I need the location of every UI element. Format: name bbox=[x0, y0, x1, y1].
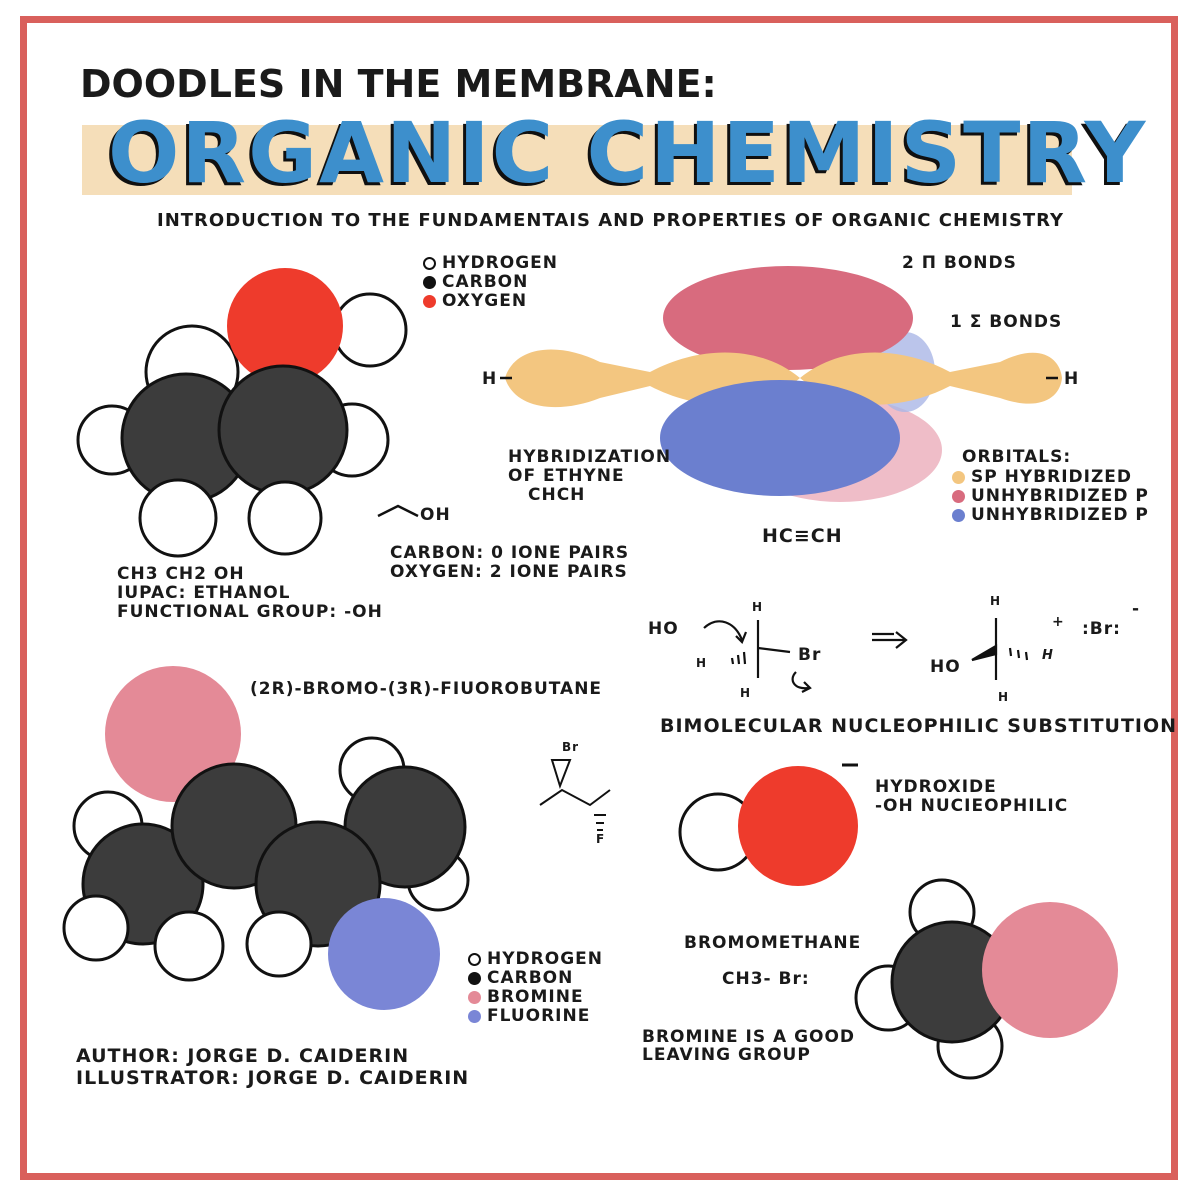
pi-bonds-label: 2 π BONDS bbox=[902, 253, 1017, 273]
bfb-skeletal-br: Br bbox=[562, 740, 580, 754]
legend-label: OXYGEN bbox=[442, 291, 528, 311]
legend-label: HYDROGEN bbox=[442, 253, 558, 273]
ethyne-orbital-diagram bbox=[505, 266, 1062, 502]
p-orbital-blue-bottom bbox=[660, 380, 900, 496]
bfb-skeletal bbox=[539, 759, 611, 831]
page-subtitle: INTRODUCTION TO THE FUNDAMENTAIS AND PRO… bbox=[157, 210, 1065, 231]
bromomethane-formula: CH3- Br: bbox=[722, 969, 810, 989]
ethanol-hydrogen bbox=[138, 478, 218, 558]
unhybridized-p-pink-dot-icon bbox=[952, 490, 965, 503]
bromine-dot-icon bbox=[468, 991, 481, 1004]
ethanol-skeletal-bonds bbox=[377, 504, 419, 518]
title-highlight-band bbox=[82, 125, 1072, 195]
author-credit: AUTHOR: JORGE D. CAIDERIN bbox=[76, 1045, 410, 1067]
bm-bromine bbox=[982, 902, 1118, 1038]
ethanol-iupac: IUPAC: ETHANOL bbox=[117, 583, 291, 603]
legend-label: UNHYBRIDIZED P bbox=[971, 486, 1149, 506]
ethanol-hydrogen bbox=[247, 480, 323, 556]
bfb-bromine bbox=[105, 666, 241, 802]
hybridization-label-1: HYBRIDIZATION bbox=[508, 447, 672, 467]
curved-arrow-nucleophile bbox=[703, 620, 744, 641]
hybridization-label-3: CHCH bbox=[528, 485, 586, 505]
ethyne-formula: HC≡CH bbox=[762, 525, 843, 547]
leaving-group-note-2: LEAVING GROUP bbox=[642, 1045, 811, 1065]
oxygen-dot-icon bbox=[423, 295, 436, 308]
oxygen-lone-pairs: OXYGEN: 2 IONE PAIRS bbox=[390, 562, 628, 582]
ethanol-hydrogen bbox=[332, 292, 408, 368]
bfb-hydrogen bbox=[153, 910, 225, 982]
curved-arrow-leaving bbox=[791, 671, 809, 690]
carbon-dot-icon bbox=[423, 276, 436, 289]
sn2-h-top: H bbox=[752, 600, 764, 614]
product-h-right: H bbox=[1042, 648, 1054, 663]
ethanol-oxygen bbox=[227, 268, 343, 384]
bfb-legend: HYDROGEN CARBON BROMINE FLUORINE bbox=[468, 950, 603, 1026]
bfb-name: (2R)-BROMO-(3R)-FIUOROBUTANE bbox=[250, 679, 603, 699]
sn2-mechanism bbox=[703, 618, 1029, 693]
fluorine-dot-icon bbox=[468, 1010, 481, 1023]
ethanol-carbon bbox=[217, 364, 349, 496]
legend-label: CARBON bbox=[442, 272, 529, 292]
ethyne-h-left: H bbox=[482, 369, 498, 389]
legend-label: CARBON bbox=[487, 968, 574, 988]
unhybridized-p-blue-dot-icon bbox=[952, 509, 965, 522]
legend-label: FLUORINE bbox=[487, 1006, 591, 1026]
orbital-legend: SP HYBRIDIZED UNHYBRIDIZED P UNHYBRIDIZE… bbox=[952, 468, 1149, 525]
bromofluorobutane-model bbox=[62, 666, 470, 1010]
bromide-ion: :Br: bbox=[1082, 619, 1121, 639]
bromide-charge: - bbox=[1132, 599, 1141, 619]
p-orbital-pink-top bbox=[663, 266, 913, 370]
hydroxide-label: HYDROXIDE bbox=[875, 777, 997, 797]
legend-label: BROMINE bbox=[487, 987, 584, 1007]
legend-label: SP HYBRIDIZED bbox=[971, 467, 1133, 487]
sp-orbital bbox=[505, 349, 1062, 408]
product-ho: HO bbox=[930, 657, 961, 677]
hybridization-label-2: OF ETHYNE bbox=[508, 466, 625, 486]
sn2-h-left: H bbox=[696, 656, 708, 670]
ethyne-h-right: H bbox=[1064, 369, 1080, 389]
bromomethane-model bbox=[854, 878, 1118, 1080]
curved-arrow-head bbox=[735, 631, 748, 644]
hydroxide-model bbox=[678, 766, 858, 886]
illustrator-credit: ILLUSTRATOR: JORGE D. CAIDERIN bbox=[76, 1067, 470, 1089]
sp-orbital-dot-icon bbox=[952, 471, 965, 484]
ethanol-skeletal-oh: OH bbox=[420, 505, 451, 525]
product-h-top: H bbox=[990, 594, 1002, 608]
bfb-skeletal-f: F bbox=[596, 832, 606, 846]
ethanol-model bbox=[76, 268, 408, 558]
page-title: ORGANIC CHEMISTRY bbox=[108, 104, 1148, 202]
bfb-hydrogen bbox=[245, 910, 313, 978]
orbitals-title: ORBITALS: bbox=[962, 447, 1072, 467]
sn2-hydroxide: HO bbox=[648, 619, 679, 639]
legend-label: HYDROGEN bbox=[487, 949, 603, 969]
sn2-br: Br bbox=[798, 645, 822, 665]
ethanol-legend: HYDROGEN CARBON OXYGEN bbox=[423, 254, 558, 311]
plus-sign: + bbox=[1052, 614, 1065, 630]
ethanol-functional-group: FUNCTIONAL GROUP: -OH bbox=[117, 602, 383, 622]
ethanol-formula: CH3 CH2 OH bbox=[117, 564, 245, 584]
bfb-hydrogen bbox=[62, 894, 130, 962]
bromomethane-name: BROMOMETHANE bbox=[684, 933, 862, 953]
hydrogen-dot-icon bbox=[423, 257, 436, 270]
hydroxide-nucleophilic: -OH NUCIEOPHILIC bbox=[875, 796, 1069, 816]
page-frame bbox=[20, 16, 1178, 1180]
sn2-h-bottom: H bbox=[740, 686, 752, 700]
bfb-fluorine bbox=[328, 898, 440, 1010]
leaving-group-note-1: BROMINE IS A GOOD bbox=[642, 1027, 856, 1047]
carbon-dot-icon bbox=[468, 972, 481, 985]
sigma-bonds-label: 1 σ BONDS bbox=[950, 312, 1063, 332]
carbon-lone-pairs: CARBON: 0 IONE PAIRS bbox=[390, 543, 630, 563]
legend-label: UNHYBRIDIZED P bbox=[971, 505, 1149, 525]
hydroxide-oxygen bbox=[738, 766, 858, 886]
sn2-title: BIMOLECULAR NUCLEOPHILIC SUBSTITUTION bbox=[660, 715, 1178, 737]
hydrogen-dot-icon bbox=[468, 953, 481, 966]
product-h-bottom: H bbox=[998, 690, 1010, 704]
title-top: DOODLES IN THE MEMBRANE: bbox=[80, 62, 717, 106]
